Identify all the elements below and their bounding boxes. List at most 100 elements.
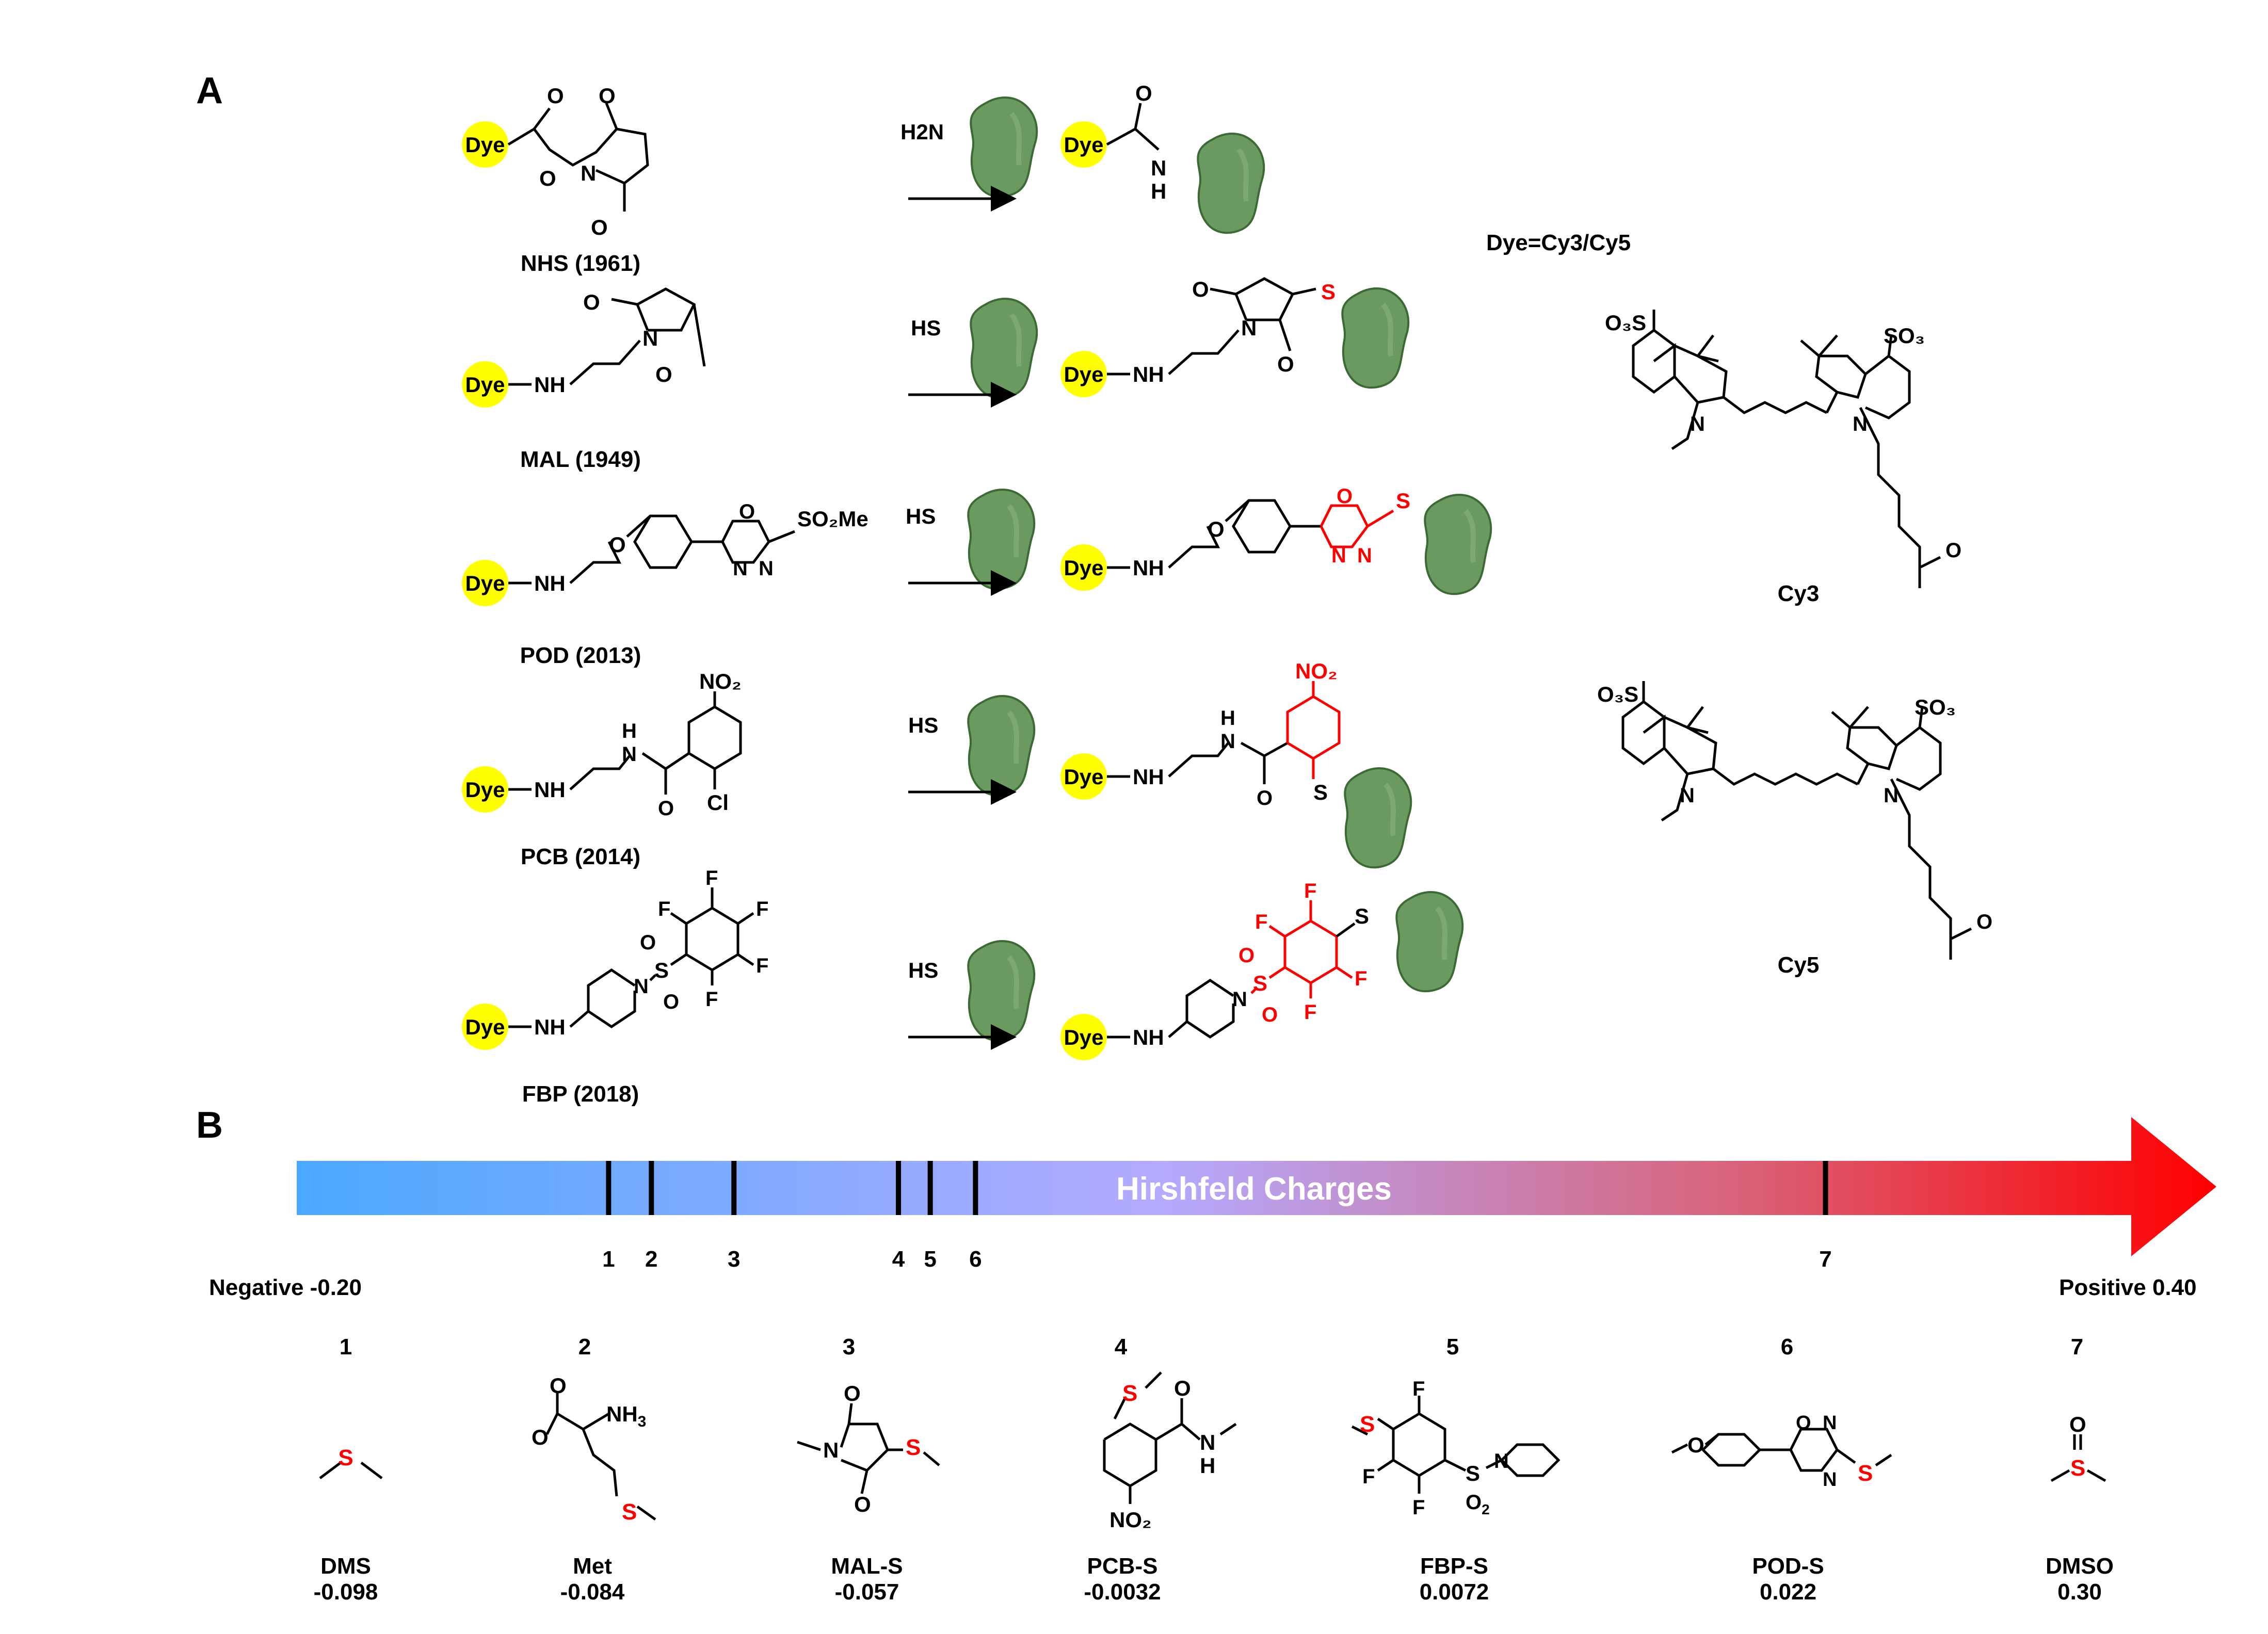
atom-f: F: [705, 867, 718, 889]
reagent-name: NHS (1961): [521, 251, 640, 276]
compound-fbp-s: S F F F S N O2: [1351, 1378, 1561, 1519]
panel-b-label: B: [196, 1105, 223, 1146]
atom-s-highlight: S: [338, 1445, 353, 1470]
atom-n: N: [759, 557, 774, 580]
atom-s-highlight: S: [1253, 971, 1267, 995]
atom-n: N: [634, 975, 649, 998]
atom-n: N: [1680, 784, 1695, 807]
perfluoroaryl-highlight: [1250, 900, 1353, 998]
atom-n: N: [1151, 156, 1166, 180]
atom-n-highlight: N: [1357, 544, 1372, 567]
atom-o: O: [1192, 277, 1209, 301]
compound-name: DMSO: [2046, 1554, 2114, 1579]
compound-name: PCB-S: [1087, 1554, 1158, 1579]
charge-marker-number: 4: [892, 1247, 905, 1272]
compound-charge: 0.0072: [1420, 1579, 1489, 1605]
atom-o: O: [591, 215, 608, 239]
atom-o: O: [658, 797, 674, 820]
fbp-bonds: [508, 887, 754, 1029]
compound-charge: 0.30: [2057, 1579, 2102, 1605]
atom-n-highlight: N: [1331, 544, 1346, 567]
atom-f-highlight: F: [1304, 880, 1316, 902]
compound-name: MAL-S: [831, 1554, 903, 1579]
sulfonate-label: O₃S: [1605, 311, 1646, 335]
atom-so2me: SO₂Me: [797, 507, 868, 531]
atom-o: O: [1796, 1412, 1811, 1434]
compound-name: FBP-S: [1420, 1554, 1488, 1579]
charge-marker-number: 1: [602, 1247, 615, 1272]
atom-nh: NH: [1133, 362, 1164, 386]
nucleophile-label: HS: [908, 713, 938, 737]
protein-icon: [968, 941, 1034, 1040]
dye-circle: [1060, 753, 1107, 800]
atom-h: H: [1151, 179, 1166, 203]
charge-marker-number: 7: [1819, 1247, 1831, 1272]
reagent-row-fbp: Dye NH N S O O F F F F F FBP (2018) HS D…: [462, 867, 1462, 1107]
atom-o: O: [583, 290, 600, 314]
atom-o: O: [547, 84, 564, 108]
nhs-ester-bonds: [507, 103, 649, 212]
atom-o: O: [1257, 787, 1273, 810]
atom-s-highlight: S: [1122, 1381, 1137, 1406]
aryl-highlight: [1286, 681, 1341, 779]
atom-s-highlight: S: [1858, 1461, 1873, 1486]
atom-nh: NH: [534, 373, 566, 397]
dye-label: Dye: [465, 1015, 505, 1039]
atom-n: N: [1241, 316, 1257, 340]
negative-end-label: Negative -0.20: [209, 1275, 362, 1300]
atom-n: N: [1220, 730, 1235, 753]
atom-f-highlight: F: [1355, 967, 1367, 990]
atom-nh: NH: [534, 778, 566, 802]
dye-circle: [1060, 544, 1107, 591]
protein-icon: [968, 696, 1034, 795]
compound-number: 6: [1781, 1334, 1793, 1360]
cy5-bonds: [1621, 681, 1972, 960]
atom-no2: NO₂: [699, 669, 742, 693]
sulfonate-label: SO₃: [1884, 323, 1925, 348]
dye-circle: [462, 121, 508, 168]
hirshfeld-charge-bar: [297, 1117, 2216, 1256]
atom-s-highlight: S: [906, 1435, 921, 1460]
atom-f-highlight: F: [1255, 911, 1267, 933]
compound-charge: 0.022: [1760, 1579, 1816, 1605]
dye-label: Dye: [1064, 362, 1103, 386]
atom-o: O: [1135, 81, 1152, 105]
dye-label: Dye: [465, 571, 505, 595]
atom-s-highlight: S: [1360, 1412, 1375, 1437]
nucleophile-label: H2N: [900, 120, 944, 144]
compound-number: 2: [578, 1334, 591, 1360]
atom-s-highlight: S: [2070, 1455, 2085, 1481]
atom-n: N: [823, 1438, 839, 1462]
fbp-s-bonds: [1351, 1396, 1561, 1494]
dye-label: Dye: [1064, 556, 1103, 580]
atom-o: O: [532, 1425, 549, 1449]
ammonium-label: NH3: [606, 1402, 646, 1430]
atom-nh: NH: [1133, 765, 1164, 789]
panel-a-label: A: [196, 70, 223, 111]
atom-s: S: [1313, 780, 1328, 804]
atom-nh: NH: [1133, 1025, 1164, 1049]
compound-met: O O NH3 S: [532, 1373, 656, 1525]
atom-nh: NH: [534, 1015, 566, 1039]
atom-n: N: [1200, 1430, 1215, 1454]
atom-s-highlight: S: [1321, 280, 1336, 304]
reagent-name: FBP (2018): [522, 1081, 639, 1107]
cy5-structure: O₃S SO₃ N N O Cy5: [1597, 681, 1992, 978]
atom-h: H: [1220, 707, 1235, 730]
dye-label: Dye: [465, 133, 505, 157]
atom-n: N: [1823, 1412, 1837, 1434]
reagent-name: PCB (2014): [521, 844, 640, 869]
dye-circle: [462, 361, 508, 408]
reagent-row-pcb: Dye NH H N O NO₂ Cl PCB (2014) HS Dye NH…: [462, 659, 1411, 869]
protein-icon: [1396, 892, 1462, 991]
pod-bonds: [508, 514, 795, 585]
reagent-row-pod: Dye NH O O N N SO₂Me POD (2013) HS Dye N…: [462, 485, 1491, 668]
compound-number: 3: [843, 1334, 855, 1360]
dye-circle: [462, 560, 508, 606]
dye-definition: Dye=Cy3/Cy5: [1486, 230, 1631, 255]
charge-marker-number: 3: [728, 1247, 740, 1272]
dye-circle: [1060, 351, 1107, 397]
atom-f: F: [756, 954, 768, 977]
compound-name: Met: [573, 1554, 612, 1579]
